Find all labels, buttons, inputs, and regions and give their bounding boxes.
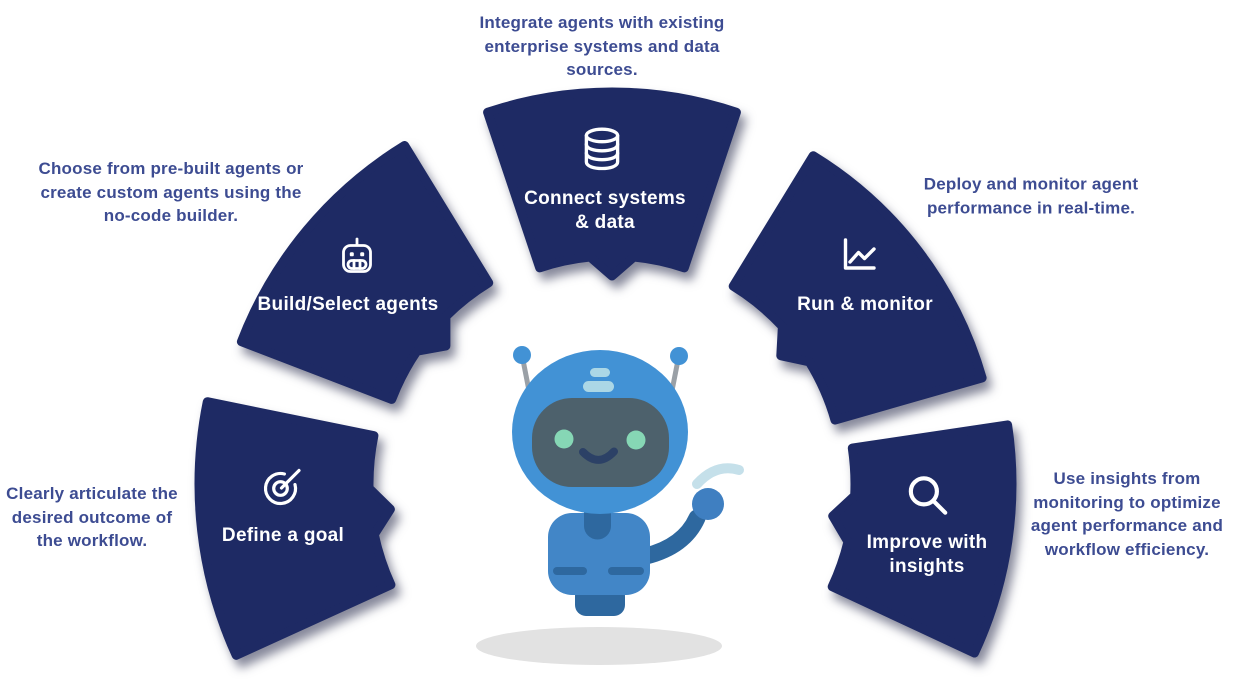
motion-swoosh [692,463,744,489]
line-chart-icon [834,230,882,278]
step-label-build-select: Build/Select agents [257,294,439,315]
forehead-light-large [583,381,614,392]
robot-visor [532,398,669,487]
floor-shadow [476,627,722,665]
step-description-improve-insights: Use insights from monitoring to optimize… [1030,469,1224,559]
step-description-define-goal: Clearly articulate the desired outcome o… [6,483,178,550]
step-label-run-monitor: Run & monitor [797,294,933,315]
step-description-run-monitor: Deploy and monitor agent performance in … [923,174,1139,218]
robot-mascot [476,346,744,665]
robot-arm [637,509,706,565]
wedge-layer [194,87,1017,660]
database-icon [577,124,627,174]
wedge-improve-with-insights [827,420,1017,658]
robot-neck [584,506,611,540]
step-label-improve-insights: Improve with insights [866,532,988,577]
target-icon [258,463,306,511]
wedge-run-monitor [728,151,987,425]
step-description-build-select: Choose from pre-built agents or create c… [38,158,304,225]
robot-smile [579,447,618,464]
robot-eye-right [626,430,646,450]
waist-dash-left [553,567,587,575]
robot-head-icon [333,232,381,280]
antenna-ball-left [513,346,531,364]
step-label-connect-systems: Connect systems & data [524,188,686,233]
wedge-define-goal [194,397,396,660]
antenna-ball-right [670,347,688,365]
step-description-connect-systems: Integrate agents with existing enterpris… [479,12,725,79]
wedge-connect-systems-data [483,87,741,281]
magnifier-icon [902,470,952,520]
robot-eye-left [554,429,574,449]
waist-dash-right [608,567,644,575]
step-label-define-goal: Define a goal [221,525,345,546]
forehead-light-small [590,368,610,377]
robot-hand [692,488,724,520]
